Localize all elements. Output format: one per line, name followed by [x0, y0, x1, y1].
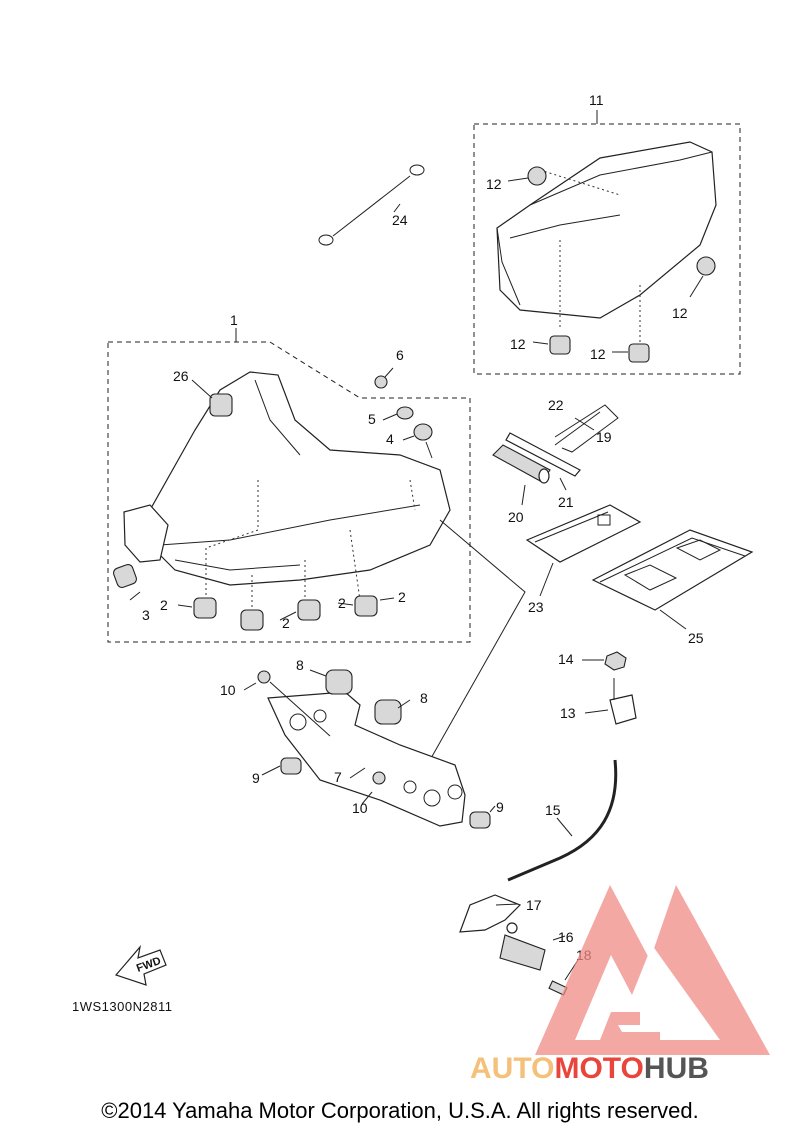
callout-2: 2 — [338, 595, 346, 611]
nut-14[interactable] — [604, 651, 627, 671]
callout-14: 14 — [558, 651, 574, 667]
holder-13[interactable] — [609, 694, 637, 725]
callout-21: 21 — [558, 494, 574, 510]
callout-2: 2 — [282, 615, 290, 631]
callout-26: 26 — [173, 368, 189, 384]
watermark-text: AUTOMOTOHUB — [470, 1052, 709, 1086]
rear-seat-group — [473, 110, 741, 375]
front-seat-boundary — [107, 341, 471, 643]
tool-group — [492, 404, 754, 630]
seat-wire[interactable] — [318, 164, 425, 246]
rear-seat-boundary — [473, 123, 741, 375]
callout-12: 12 — [672, 305, 688, 321]
callout-12: 12 — [510, 336, 526, 352]
callout-24: 24 — [392, 212, 408, 228]
callout-19: 19 — [596, 429, 612, 445]
rear-seat[interactable] — [496, 141, 717, 319]
callout-10: 10 — [352, 800, 368, 816]
tool-handle[interactable] — [492, 444, 551, 483]
callout-7: 7 — [334, 769, 342, 785]
fwd-arrow-icon: FWD — [114, 944, 167, 986]
callout-15: 15 — [545, 802, 561, 818]
automotohub-logo — [535, 885, 770, 1055]
seat-bracket[interactable] — [267, 691, 466, 827]
callout-22: 22 — [548, 397, 564, 413]
seat-damper-26[interactable] — [209, 393, 233, 417]
callout-11: 11 — [589, 92, 604, 108]
callout-10: 10 — [220, 682, 236, 698]
callout-23: 23 — [528, 599, 544, 615]
callout-8: 8 — [420, 690, 428, 706]
callout-16: 16 — [558, 929, 574, 945]
callout-20: 20 — [508, 509, 524, 525]
callout-12: 12 — [486, 176, 502, 192]
seat-lock-16[interactable] — [499, 934, 546, 971]
front-seat-group — [107, 328, 471, 643]
watermark-moto: MOTO — [554, 1052, 644, 1085]
callout-6: 6 — [396, 347, 404, 363]
watermark-auto: AUTO — [470, 1052, 555, 1085]
callout-13: 13 — [560, 705, 576, 721]
owner-manual[interactable] — [591, 529, 754, 611]
copyright-notice: ©2014 Yamaha Motor Corporation, U.S.A. A… — [101, 1098, 699, 1123]
callout-2: 2 — [398, 589, 406, 605]
callouts: 1 2 2 2 2 3 4 5 6 7 8 8 9 9 10 10 11 12 … — [142, 92, 704, 963]
callout-25: 25 — [688, 630, 704, 646]
callout-1: 1 — [230, 312, 238, 328]
tool-bag[interactable] — [525, 504, 642, 563]
screwdriver[interactable] — [505, 432, 581, 477]
callout-17: 17 — [526, 897, 542, 913]
callout-12: 12 — [590, 346, 606, 362]
seat-bracket-group — [243, 669, 496, 829]
seat-lock-cable[interactable] — [507, 759, 618, 882]
callout-5: 5 — [368, 411, 376, 427]
seat-lock-group — [459, 651, 637, 996]
callout-3: 3 — [142, 607, 150, 623]
hex-wrench[interactable] — [554, 404, 619, 453]
callout-2: 2 — [160, 597, 168, 613]
callout-9: 9 — [496, 799, 504, 815]
diagram-code: 1WS1300N2811 — [72, 999, 172, 1014]
callout-4: 4 — [386, 431, 394, 447]
watermark-hub: HUB — [643, 1052, 709, 1085]
front-seat[interactable] — [149, 371, 451, 586]
callout-8: 8 — [296, 657, 304, 673]
callout-9: 9 — [252, 770, 260, 786]
